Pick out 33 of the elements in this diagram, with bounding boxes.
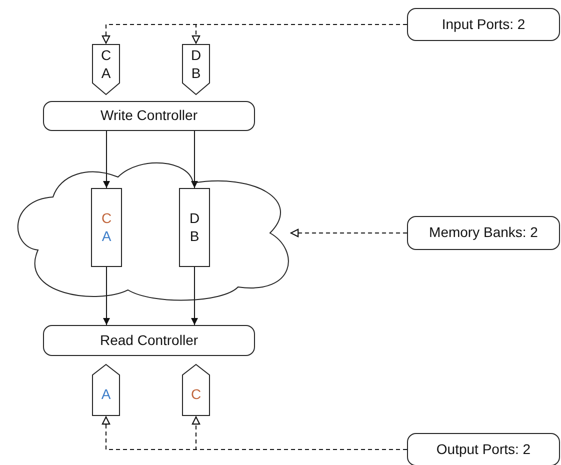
memory-bank	[91, 188, 122, 267]
port-label: A	[101, 64, 111, 82]
input-port	[182, 44, 210, 95]
controller-box	[43, 325, 255, 356]
bank-label: C	[101, 210, 112, 228]
memory-bank	[179, 188, 210, 267]
controller-box	[43, 101, 255, 131]
callout-text: Input Ports: 2	[442, 16, 526, 34]
bank-label: B	[190, 228, 200, 245]
input-port	[92, 44, 120, 95]
arrow	[191, 266, 198, 326]
port-label: A	[101, 386, 111, 404]
callout-box	[407, 8, 560, 41]
port-label: B	[191, 64, 201, 82]
port-label: D	[190, 47, 202, 64]
callout-box	[407, 216, 560, 250]
callout-box	[407, 433, 560, 465]
bank-label: D	[189, 210, 200, 228]
controller-label: Read Controller	[100, 332, 198, 350]
port-label: C	[100, 47, 112, 64]
bank-label: A	[102, 228, 112, 245]
callout-text: Output Ports: 2	[436, 440, 531, 458]
port-label: C	[190, 386, 202, 404]
output-port	[182, 364, 210, 416]
callout-text: Memory Banks: 2	[429, 224, 538, 242]
arrow	[103, 266, 110, 326]
output-port	[92, 364, 120, 416]
controller-label: Write Controller	[100, 107, 198, 125]
dashed-arrow	[192, 24, 408, 44]
dashed-arrow	[192, 416, 408, 450]
arrow	[191, 130, 198, 188]
arrow	[103, 130, 110, 188]
dashed-arrow	[290, 228, 408, 238]
